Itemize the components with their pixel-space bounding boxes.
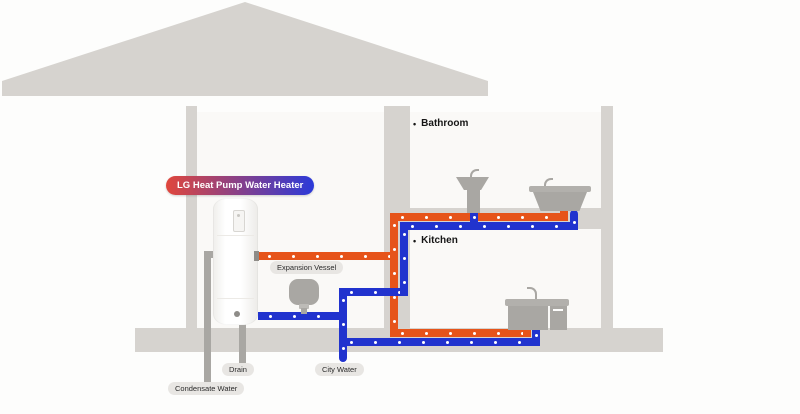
cold-pipe-city-water-riser	[339, 288, 347, 362]
heat-pump-water-heater-tank	[213, 198, 258, 325]
bathroom-sink-pedestal	[467, 189, 480, 213]
hot-pipe-kitchen-run	[390, 329, 531, 337]
bathroom-label-text: Bathroom	[421, 118, 469, 129]
expansion-vessel	[289, 279, 319, 305]
bathroom-sink-faucet	[470, 169, 479, 180]
kitchen-label: • Kitchen	[413, 235, 458, 246]
roof	[2, 2, 488, 96]
hot-pipe-riser	[390, 213, 398, 337]
kitchen-cabinet-right	[550, 306, 567, 330]
bathroom-sink-bowl	[456, 177, 489, 190]
product-badge: LG Heat Pump Water Heater	[166, 176, 315, 195]
expansion-vessel-neck	[299, 304, 309, 309]
cold-pipe-bathtub-stub	[570, 210, 578, 230]
hot-pipe-bathroom-run	[390, 213, 568, 221]
drain-label: Drain	[222, 363, 254, 376]
bathtub-rim	[529, 186, 591, 192]
cold-pipe-bathroom-run	[400, 222, 578, 230]
expansion-vessel-stem	[301, 308, 307, 314]
kitchen-label-text: Kitchen	[421, 235, 458, 246]
bathroom-bullet: •	[413, 118, 417, 129]
hot-pipe-heater-outlet	[257, 252, 398, 260]
drain-pipe	[239, 322, 246, 363]
condensate-water-label: Condensate Water	[168, 382, 245, 395]
bathroom-label: • Bathroom	[413, 118, 468, 129]
cold-pipe-kitchen-sink-stub	[532, 323, 540, 346]
hot-pipe-bathtub-stub	[560, 206, 568, 221]
expansion-vessel-label: Expansion Vessel	[270, 261, 344, 274]
left-wall	[186, 106, 197, 332]
kitchen-cabinet-left	[508, 306, 548, 330]
kitchen-faucet	[527, 287, 537, 301]
cold-pipe-kitchen-run	[339, 338, 540, 346]
city-water-label: City Water	[315, 363, 364, 376]
cold-pipe-bathroom-sink-stub	[470, 205, 478, 230]
bathtub-faucet	[544, 178, 553, 189]
cold-pipe-riser	[400, 222, 408, 296]
condensate-pipe	[204, 251, 211, 385]
heater-control-panel	[233, 210, 245, 232]
kitchen-countertop	[505, 299, 569, 306]
kitchen-bullet: •	[413, 235, 417, 246]
heater-outlet-fitting	[254, 251, 259, 261]
heater-drain-valve	[234, 311, 240, 317]
kitchen-area	[410, 229, 601, 328]
cold-pipe-heater-inlet	[258, 312, 347, 320]
bathtub-body	[533, 192, 587, 211]
kitchen-drawer-handle	[553, 309, 563, 311]
cold-pipe-mid-run	[339, 288, 408, 296]
